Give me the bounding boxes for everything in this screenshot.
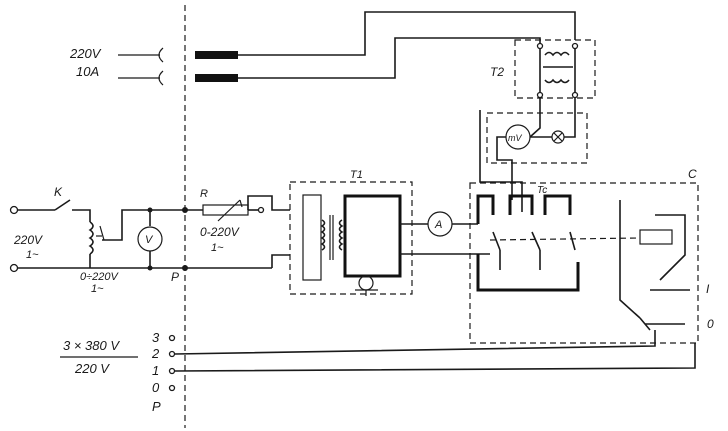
input-220v: 220V 1~ K 0÷220V 1~ bbox=[9, 185, 272, 295]
panel-p-middle-label: P bbox=[171, 270, 179, 284]
three-phase-top-label: 3 × 380 V bbox=[63, 338, 120, 353]
autotransformer-coil bbox=[88, 221, 94, 255]
voltmeter-label: V bbox=[145, 234, 154, 246]
position-i-label: I bbox=[706, 282, 710, 296]
input-phase-label: 1~ bbox=[26, 249, 39, 261]
rheostat-label: R bbox=[200, 188, 208, 200]
supply-current-label: 10A bbox=[76, 64, 99, 79]
millivoltmeter-label: mV bbox=[508, 133, 522, 143]
panel-p-bottom-label: P bbox=[152, 399, 161, 414]
rheostat-phase-label: 1~ bbox=[211, 242, 224, 254]
cabinet-c: C Tc I 0 bbox=[469, 167, 714, 344]
plug-pin-bottom bbox=[195, 74, 238, 82]
terminal-2-label: 2 bbox=[151, 346, 160, 361]
ammeter-label: A bbox=[434, 219, 442, 231]
rheostat: R 0-220V 1~ P bbox=[171, 188, 290, 284]
voltmeter-branch: V bbox=[102, 207, 188, 271]
position-o-label: 0 bbox=[707, 317, 714, 331]
transformer-t1-label: T1 bbox=[350, 169, 363, 181]
autotransformer-phase-label: 1~ bbox=[91, 283, 104, 295]
input-terminal-bottom bbox=[9, 263, 19, 273]
transformer-t2: T2 bbox=[490, 39, 596, 110]
transformer-t2-label: T2 bbox=[490, 65, 504, 79]
terminal-1-label: 1 bbox=[152, 363, 159, 378]
switch-k bbox=[54, 199, 71, 211]
relay-coil bbox=[639, 229, 673, 245]
three-phase-supply: 3 × 380 V 220 V 3 2 1 0 P bbox=[60, 330, 696, 414]
ammeter-branch: A bbox=[427, 211, 478, 237]
contactor-tc-label: Tc bbox=[537, 185, 547, 196]
three-phase-bottom-label: 220 V bbox=[74, 361, 110, 376]
terminal-0-label: 0 bbox=[152, 380, 160, 395]
switch-k-label: K bbox=[54, 185, 63, 199]
cabinet-c-label: C bbox=[688, 167, 697, 181]
t1-sensor-icon bbox=[358, 275, 374, 291]
plug-pin-top bbox=[195, 51, 238, 59]
supply-voltage-label: 220V bbox=[69, 46, 102, 61]
transformer-t1: T1 bbox=[289, 169, 490, 296]
input-voltage-label: 220V bbox=[13, 233, 43, 247]
terminal-3-label: 3 bbox=[152, 330, 160, 345]
autotransformer-range-label: 0÷220V bbox=[80, 271, 120, 283]
rheostat-range-label: 0-220V bbox=[200, 225, 240, 239]
input-terminal-top bbox=[9, 205, 19, 215]
